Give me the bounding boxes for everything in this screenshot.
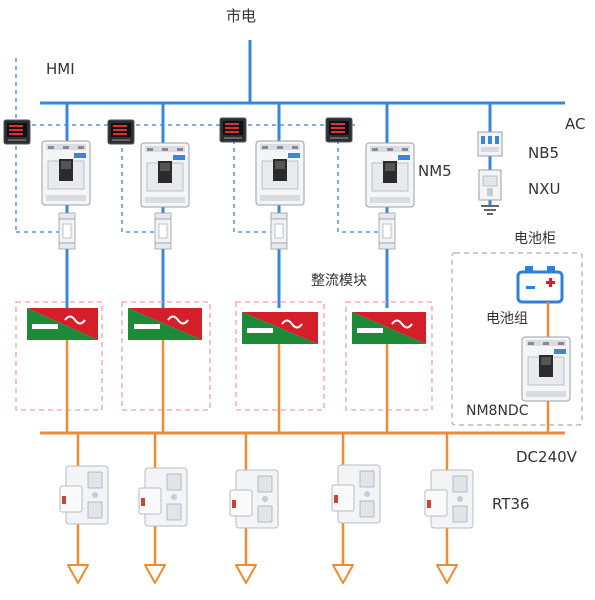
current-transformer-icon xyxy=(154,212,172,250)
load-arrow-icon xyxy=(67,564,89,584)
fuse-holder-icon xyxy=(424,469,474,529)
load-arrow-icon xyxy=(235,564,257,584)
ac-dc-rectifier-icon xyxy=(27,308,98,340)
current-transformer-icon xyxy=(58,212,76,250)
battery-icon xyxy=(516,266,564,304)
dc240v-label: DC240V xyxy=(516,448,577,466)
ac-dc-rectifier-icon xyxy=(352,312,426,344)
ac-label: AC xyxy=(565,115,586,133)
hmi-links xyxy=(15,58,385,233)
rectifier-module-label: 整流模块 xyxy=(311,273,367,289)
breaker-nm8ndc xyxy=(521,336,571,402)
load-arrow-icon xyxy=(436,564,458,584)
fuse-holder-icon xyxy=(331,464,381,524)
fuse-holder-icon xyxy=(138,467,188,527)
dc-feeders-up xyxy=(65,340,389,433)
breaker-nm5-4 xyxy=(365,142,415,208)
breaker-nm5-3 xyxy=(255,140,305,206)
nb5-label: NB5 xyxy=(528,144,560,162)
nxu-device xyxy=(478,169,502,201)
breaker-nm5-1 xyxy=(41,140,91,206)
load-arrow-icon xyxy=(144,564,166,584)
rectifier-module-frames xyxy=(15,301,433,411)
ground-icon xyxy=(481,205,499,215)
ac-dc-rectifier-icon xyxy=(242,312,318,344)
nm5-label: NM5 xyxy=(418,162,452,180)
current-transformer-icon xyxy=(378,212,396,250)
power-meter-icon xyxy=(3,119,31,145)
current-transformer-icon xyxy=(270,212,288,250)
power-meter-icon xyxy=(325,117,353,143)
nm8ndc-label: NM8NDC xyxy=(466,403,529,419)
nb5-device xyxy=(477,131,503,157)
fuse-holder-icon xyxy=(59,465,109,525)
nxu-label: NXU xyxy=(528,180,561,198)
power-meter-icon xyxy=(219,117,247,143)
battery-cabinet-label: 电池柜 xyxy=(514,231,556,247)
fuse-holder-icon xyxy=(229,469,279,529)
power-meter-icon xyxy=(107,119,135,145)
grid-label: 市电 xyxy=(226,7,257,25)
hmi-label: HMI xyxy=(46,60,75,78)
rt36-label: RT36 xyxy=(492,495,530,513)
battery-pack-label: 电池组 xyxy=(486,311,528,327)
battery-cabinet-frame xyxy=(451,252,583,426)
ac-dc-rectifier-icon xyxy=(128,308,202,340)
load-arrow-icon xyxy=(332,564,354,584)
breaker-nm5-2 xyxy=(140,142,190,208)
